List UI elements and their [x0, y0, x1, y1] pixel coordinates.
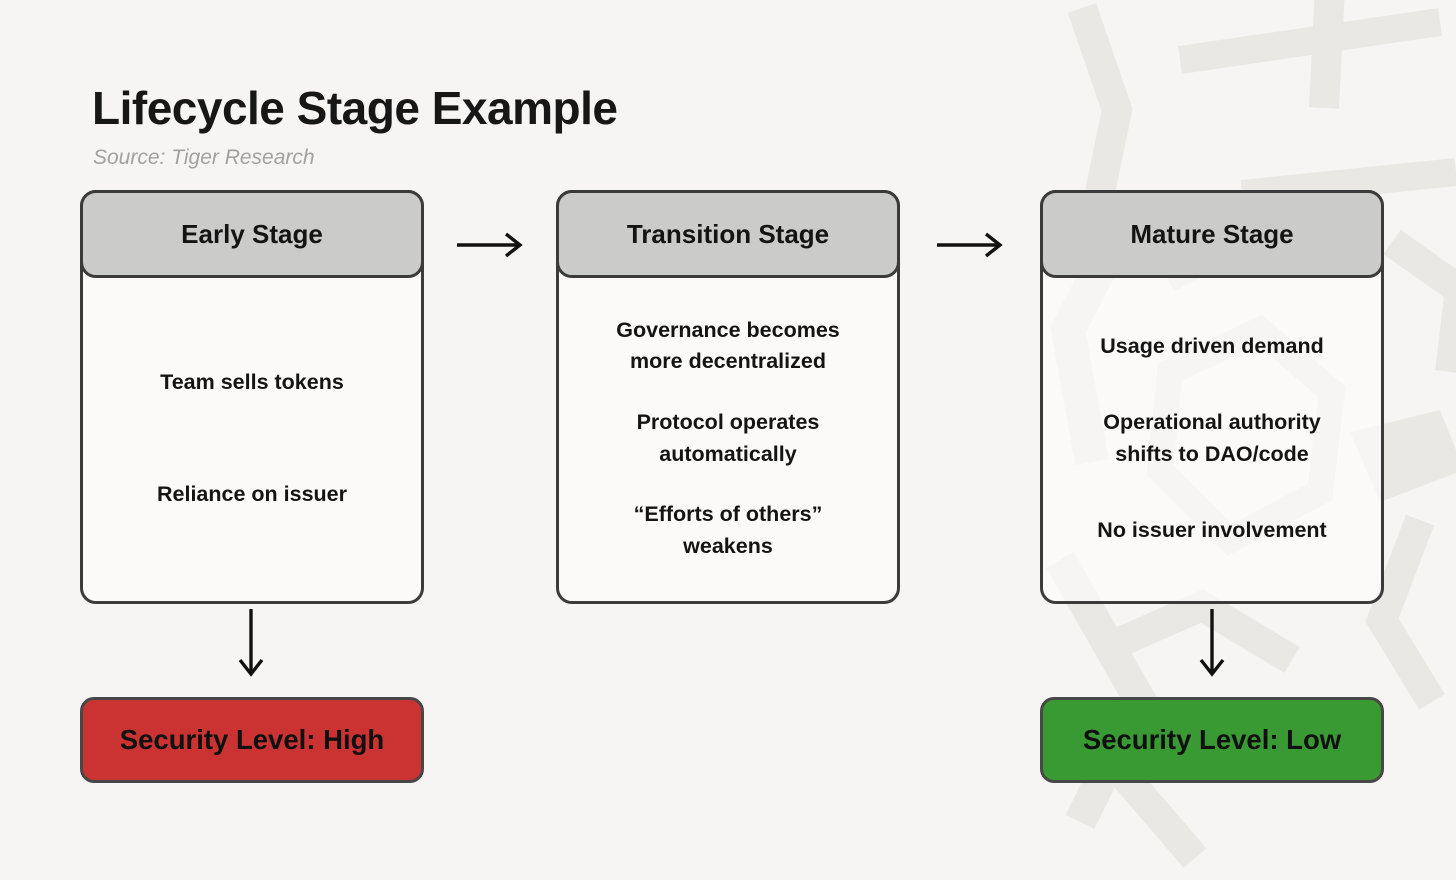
stage-header-transition: Transition Stage [556, 190, 900, 278]
stage-item: Governance becomes more decentralized [616, 317, 840, 374]
stage-item: Usage driven demand [1100, 333, 1324, 358]
stage-item: Reliance on issuer [157, 481, 347, 506]
arrow-right-icon [937, 232, 1003, 258]
stage-item: Operational authority shifts to DAO/code [1103, 409, 1321, 466]
security-level-label: Security Level: Low [1082, 724, 1342, 755]
stage-title: Mature Stage [1130, 218, 1294, 249]
stage-body-early: Team sells tokens Reliance on issuer [85, 278, 419, 599]
stage-item: “Efforts of others” weakens [633, 501, 823, 558]
stage-item: Team sells tokens [160, 369, 344, 394]
stage-item: Protocol operates automatically [636, 409, 820, 466]
stage-header-early: Early Stage [80, 190, 424, 278]
arrow-right-icon [457, 232, 523, 258]
security-level-low-badge: Security Level: Low [1040, 697, 1384, 783]
stage-title: Transition Stage [626, 218, 830, 249]
security-level-high-badge: Security Level: High [80, 697, 424, 783]
stage-box-transition: Transition Stage Governance becomes more… [556, 190, 900, 604]
stage-body-mature: Usage driven demand Operational authorit… [1045, 278, 1379, 599]
stage-header-mature: Mature Stage [1040, 190, 1384, 278]
stage-item: No issuer involvement [1097, 517, 1327, 542]
page-title: Lifecycle Stage Example [92, 82, 618, 134]
stage-box-early: Early Stage Team sells tokens Reliance o… [80, 190, 424, 604]
stage-title: Early Stage [181, 218, 323, 249]
arrow-down-icon [238, 609, 264, 677]
security-level-label: Security Level: High [119, 724, 385, 755]
stage-body-transition: Governance becomes more decentralized Pr… [561, 278, 895, 599]
stage-box-mature: Mature Stage Usage driven demand Operati… [1040, 190, 1384, 604]
arrow-down-icon [1199, 609, 1225, 677]
source-caption: Source: Tiger Research [93, 146, 315, 169]
